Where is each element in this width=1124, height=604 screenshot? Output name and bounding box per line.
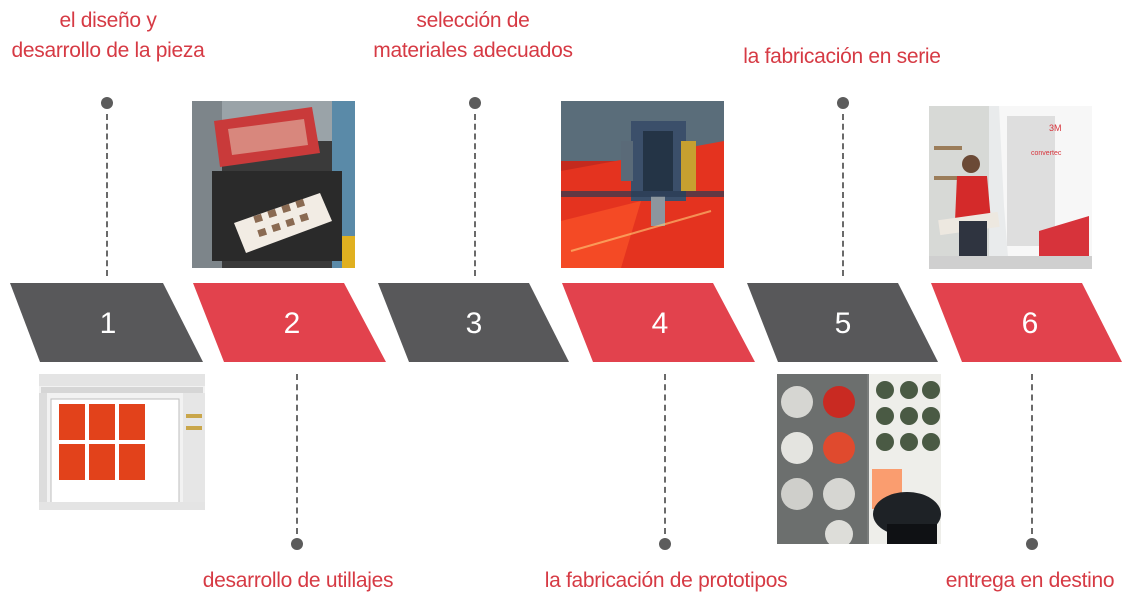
step-6-connector-dot — [1026, 538, 1038, 550]
step-4-label-text: la fabricación de prototipos — [544, 569, 788, 592]
step-5-number: 5 — [835, 307, 852, 340]
step-4-photo — [561, 101, 724, 268]
step-4-connector-dot — [659, 538, 671, 550]
step-6-photo: 3M convertec — [929, 106, 1092, 269]
step-6-connector-line — [1031, 374, 1033, 534]
step-1-label-text: el diseño y desarrollo de la pieza — [11, 9, 205, 62]
step-3-label: selección de materiales adecuados — [364, 6, 582, 66]
step-4-connector-line — [664, 374, 666, 534]
step-6-number: 6 — [1022, 307, 1039, 340]
step-1-photo — [39, 374, 205, 510]
step-5-connector-line — [842, 114, 844, 276]
step-5-label-text: la fabricación en serie — [743, 45, 941, 68]
step-5-arrow: 5 — [747, 283, 938, 362]
step-1-label: el diseño y desarrollo de la pieza — [4, 6, 212, 66]
step-3-connector-line — [474, 114, 476, 276]
step-1-number: 1 — [100, 307, 117, 340]
step-2-label: desarrollo de utillajes — [188, 566, 408, 596]
step-2-arrow: 2 — [193, 283, 386, 362]
step-2-number: 2 — [284, 307, 301, 340]
step-1-connector-dot — [101, 97, 113, 109]
step-3-arrow: 3 — [378, 283, 569, 362]
step-5-label: la fabricación en serie — [736, 42, 948, 72]
step-2-connector-dot — [291, 538, 303, 550]
step-2-label-text: desarrollo de utillajes — [202, 569, 394, 592]
step-5-photo — [777, 374, 941, 544]
step-2-connector-line — [296, 374, 298, 534]
step-3-number: 3 — [466, 307, 483, 340]
step-4-arrow: 4 — [562, 283, 755, 362]
step-1-connector-line — [106, 114, 108, 276]
step-4-number: 4 — [652, 307, 669, 340]
step-6-label: entrega en destino — [934, 566, 1124, 596]
step-6-label-text: entrega en destino — [945, 569, 1115, 592]
step-4-label: la fabricación de prototipos — [530, 566, 802, 596]
step-5-connector-dot — [837, 97, 849, 109]
step-3-connector-dot — [469, 97, 481, 109]
step-6-arrow: 6 — [931, 283, 1122, 362]
step-3-label-text: selección de materiales adecuados — [373, 9, 573, 62]
step-1-arrow: 1 — [10, 283, 203, 362]
svg-text:3M: 3M — [1049, 123, 1062, 133]
step-2-photo — [192, 101, 355, 268]
svg-text:convertec: convertec — [1031, 150, 1062, 157]
